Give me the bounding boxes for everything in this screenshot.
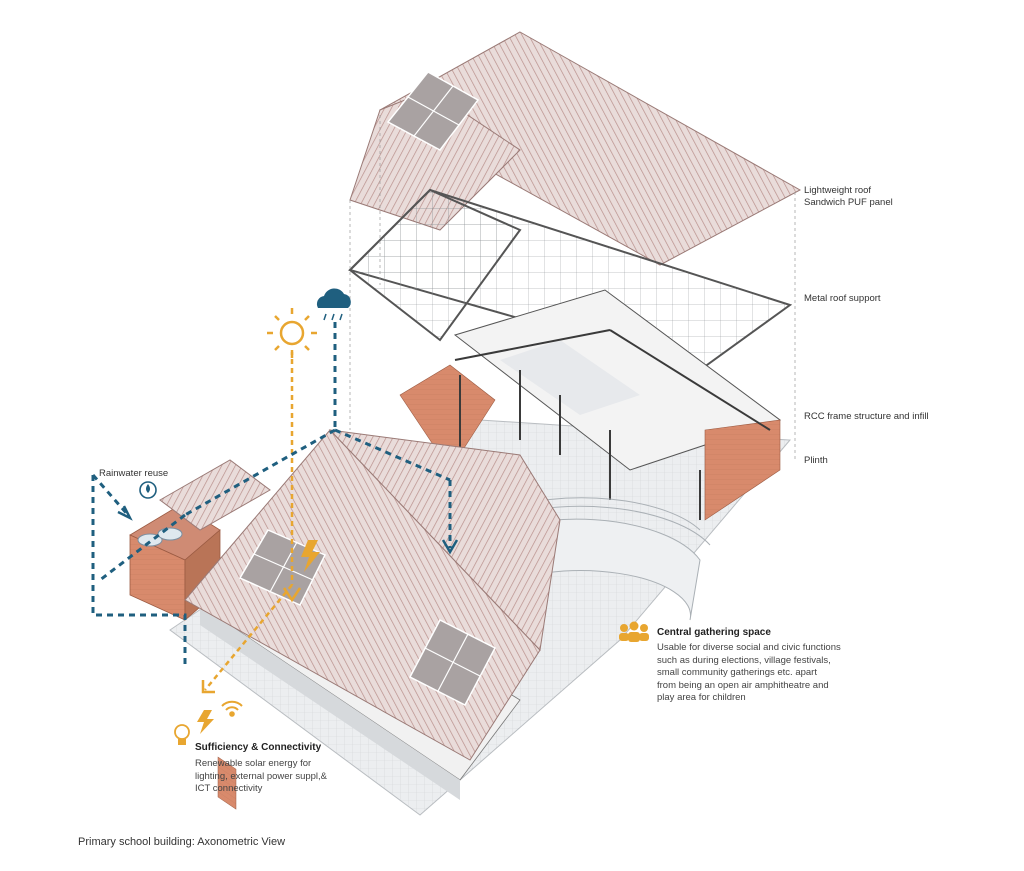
water-drop-icon — [139, 481, 157, 499]
gathering-body: Usable for diverse social and civic func… — [657, 642, 841, 705]
gathering-line: play area for children — [657, 692, 746, 703]
guide-lines — [349, 115, 796, 460]
lightning-hand-icon — [197, 710, 214, 734]
gathering-line: from being an open air amphitheatre and — [657, 679, 829, 691]
support-label: Metal roof support — [804, 293, 881, 304]
frame-label: RCC frame structure and infill — [804, 411, 929, 422]
roof-label-line2: Sandwich PUF panel — [804, 197, 893, 208]
rcc-frame-back-wing — [399, 289, 782, 521]
sufficiency-line: lighting, external power suppl,& — [195, 770, 328, 782]
gathering-line: Usable for diverse social and civic func… — [657, 642, 841, 653]
sufficiency-line: ICT connectivity — [195, 783, 263, 794]
sun-icon — [267, 308, 317, 358]
sufficiency-line: Renewable solar energy for — [195, 758, 312, 769]
figure-caption: Primary school building: Axonometric Vie… — [78, 836, 286, 848]
roof-label-line1: Lightweight roof — [804, 185, 872, 196]
people-icon — [619, 621, 649, 642]
rainwater-label: Rainwater reuse — [99, 468, 169, 479]
solar-panel-front-right — [408, 618, 497, 707]
plinth-label: Plinth — [804, 455, 828, 466]
bulb-icon — [174, 724, 190, 745]
gathering-line: such as during elections, village festiv… — [657, 654, 831, 666]
solar-panel-roof-top — [386, 71, 480, 151]
wifi-icon — [221, 700, 243, 717]
water-flow — [91, 322, 452, 668]
sufficiency-body: Renewable solar energy for lighting, ext… — [195, 758, 327, 796]
solar-flow — [201, 350, 302, 694]
gathering-title: Central gathering space — [657, 627, 771, 638]
cloud-icon — [316, 288, 351, 321]
sufficiency-title: Sufficiency & Connectivity — [195, 742, 322, 753]
lightning-icon — [301, 540, 320, 572]
metal-roof-support — [348, 188, 793, 372]
roof-layer-top — [349, 31, 802, 266]
roof-label: Lightweight roof Sandwich PUF panel — [804, 185, 893, 209]
gathering-line: small community gatherings etc. apart — [657, 667, 817, 678]
